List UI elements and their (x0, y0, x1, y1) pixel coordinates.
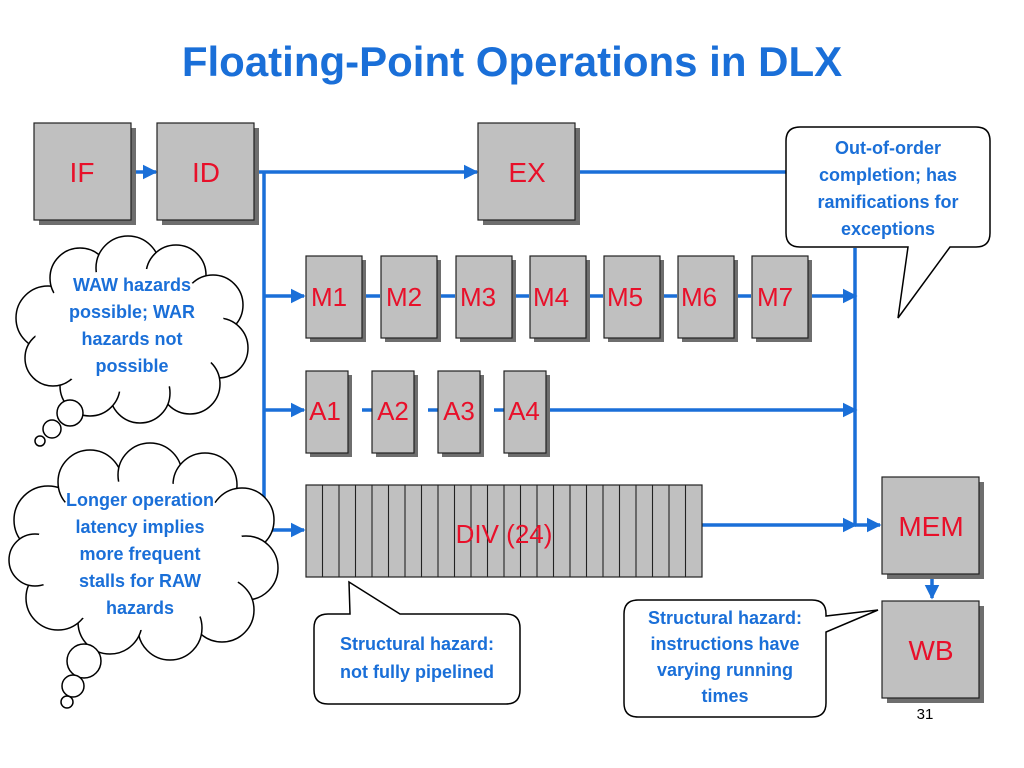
stage-label-div: DIV (24) (456, 519, 553, 549)
note-line: hazards (106, 598, 174, 618)
note-line: possible; WAR (69, 302, 195, 322)
stage-label-id: ID (192, 157, 220, 188)
stage-label-mem: MEM (898, 511, 963, 542)
note-line: Structural hazard: (340, 634, 494, 654)
adder-stages: A1 A2 A3 A4 (305, 370, 550, 457)
note-line: exceptions (841, 219, 935, 239)
note-line: Out-of-order (835, 138, 941, 158)
note-line: times (701, 686, 748, 706)
note-line: completion; has (819, 165, 957, 185)
stage-ex: EX (477, 122, 580, 225)
stage-label-m4: M4 (533, 282, 569, 312)
stage-a2: A2 (371, 370, 418, 457)
stage-mem: MEM (881, 476, 984, 579)
div-cell-dividers (321, 485, 687, 577)
stage-wb: WB (881, 600, 984, 703)
stage-label-m1: M1 (311, 282, 347, 312)
page-number: 31 (916, 706, 934, 723)
stage-label-ex: EX (508, 157, 546, 188)
note-line: varying running (657, 660, 793, 680)
note-line: more frequent (79, 544, 200, 564)
multiplier-stages: M1 M2 M3 M4 M5 M6 M7 (305, 255, 812, 342)
stage-label-m5: M5 (607, 282, 643, 312)
stage-div: DIV (24) (305, 484, 703, 578)
stage-if: IF (33, 122, 136, 225)
stage-m3: M3 (455, 255, 516, 342)
stage-m6: M6 (677, 255, 738, 342)
note-line: WAW hazards (73, 275, 191, 295)
stage-label-m7: M7 (757, 282, 793, 312)
stage-label-a2: A2 (377, 396, 409, 426)
note-line: stalls for RAW (79, 571, 201, 591)
note-latency (8, 442, 279, 709)
note-line: latency implies (75, 517, 204, 537)
note-varying-times: Structural hazard: instructions have var… (623, 599, 879, 718)
stage-label-a1: A1 (309, 396, 341, 426)
stage-label-if: IF (70, 157, 95, 188)
note-not-pipelined: Structural hazard: not fully pipelined (313, 580, 521, 705)
stage-id: ID (156, 122, 259, 225)
stage-m7: M7 (751, 255, 812, 342)
stage-label-m3: M3 (460, 282, 496, 312)
stage-m5: M5 (603, 255, 664, 342)
note-line: Longer operation (66, 490, 214, 510)
note-out-of-order: Out-of-order completion; has ramificatio… (785, 126, 991, 319)
stage-label-a4: A4 (508, 396, 540, 426)
stage-m4: M4 (529, 255, 590, 342)
note-line: Structural hazard: (648, 608, 802, 628)
note-line: hazards not (81, 329, 182, 349)
note-line: not fully pipelined (340, 662, 494, 682)
stage-m1: M1 (305, 255, 366, 342)
stage-a4: A4 (503, 370, 550, 457)
stage-label-wb: WB (908, 635, 953, 666)
stage-m2: M2 (380, 255, 441, 342)
note-line: instructions have (650, 634, 799, 654)
stage-label-m6: M6 (681, 282, 717, 312)
stage-label-m2: M2 (386, 282, 422, 312)
stage-a1: A1 (305, 370, 352, 457)
note-latency-text: Longer operation latency implies more fr… (66, 490, 214, 618)
stage-a3: A3 (437, 370, 484, 457)
note-waw-war (15, 235, 249, 447)
note-line: possible (95, 356, 168, 376)
stage-label-a3: A3 (443, 396, 475, 426)
slide-title: Floating-Point Operations in DLX (181, 38, 843, 85)
note-line: ramifications for (817, 192, 958, 212)
note-waw-war-text: WAW hazards possible; WAR hazards not po… (69, 275, 195, 376)
